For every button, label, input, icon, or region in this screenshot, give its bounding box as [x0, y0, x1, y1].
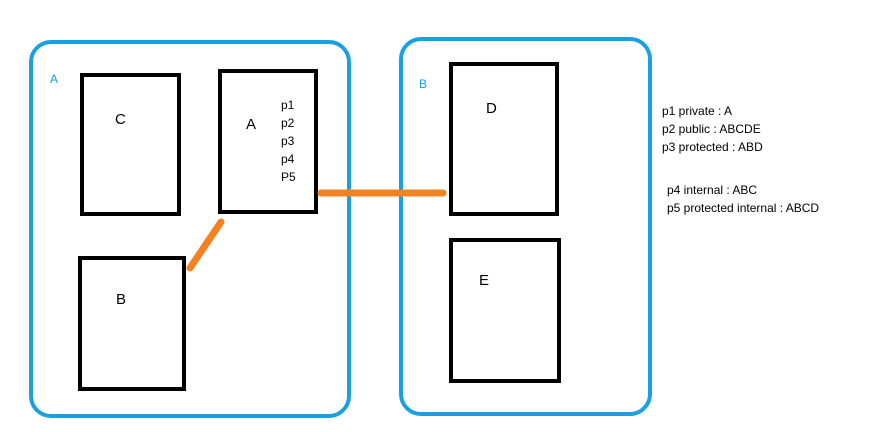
- class-a-member: p1: [281, 98, 295, 112]
- access-legend-group-1: p1 private : A p2 public : ABCDE p3 prot…: [662, 102, 763, 156]
- class-a-member: p3: [281, 134, 295, 148]
- legend-line: p3 protected : ABD: [662, 140, 763, 154]
- class-a-box: [218, 69, 318, 214]
- class-b-box: [78, 256, 186, 391]
- legend-line: p1 private : A: [662, 104, 733, 118]
- class-a-member: P5: [281, 170, 296, 184]
- legend-line: p2 public : ABCDE: [662, 122, 761, 136]
- class-a-member: p4: [281, 152, 295, 166]
- assembly-a-label: A: [50, 72, 59, 86]
- legend-line: p4 internal : ABC: [667, 183, 758, 197]
- assembly-a-container: [29, 40, 351, 418]
- access-legend-group-2: p4 internal : ABC p5 protected internal …: [667, 181, 819, 217]
- class-d-label: D: [486, 100, 497, 117]
- assembly-b-container: [399, 37, 652, 416]
- class-d-box: [449, 62, 559, 216]
- assembly-b-label: B: [419, 77, 428, 91]
- legend-line: p5 protected internal : ABCD: [667, 201, 820, 215]
- class-b-label: B: [116, 291, 127, 308]
- class-a-members: p1 p2 p3 p4 P5: [281, 96, 296, 186]
- class-e-box: [449, 238, 561, 383]
- class-c-label: C: [115, 111, 126, 128]
- class-e-label: E: [479, 272, 490, 289]
- class-c-box: [80, 73, 181, 216]
- class-a-label: A: [246, 116, 257, 133]
- class-a-member: p2: [281, 116, 295, 130]
